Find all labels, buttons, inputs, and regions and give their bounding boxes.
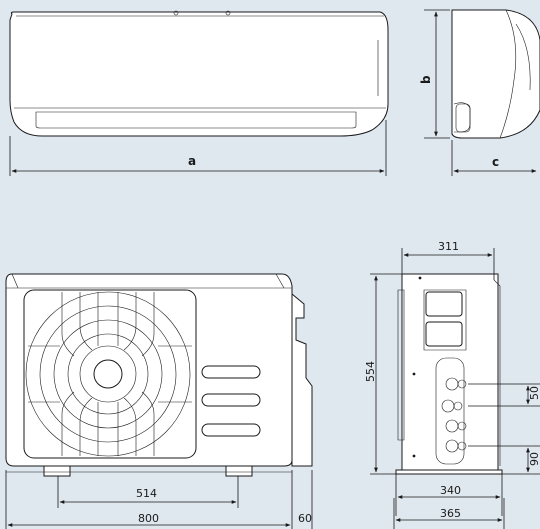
- outdoor-height-label: 554: [364, 361, 377, 382]
- indoor-depth-label: c: [492, 155, 499, 169]
- outdoor-foot-depth-label: 340: [440, 484, 461, 497]
- indoor-width-label: a: [188, 154, 196, 168]
- indoor-unit-front-view: a: [9, 10, 389, 176]
- outdoor-width-label: 800: [138, 512, 159, 525]
- outdoor-unit-side-view: 311 554 340 365 50 90: [364, 240, 540, 529]
- outdoor-base-depth-label: 365: [440, 507, 461, 520]
- indoor-unit-side-view: b c: [419, 9, 540, 176]
- outdoor-port-spacing-label: 50: [528, 386, 540, 400]
- indoor-height-label: b: [419, 75, 433, 84]
- outdoor-foot-spacing-label: 514: [136, 487, 157, 500]
- outdoor-port-base-label: 90: [528, 452, 540, 466]
- outdoor-unit-front-view: 514 800 60: [5, 273, 313, 529]
- outdoor-top-depth-label: 311: [438, 240, 459, 253]
- outdoor-foot-offset-label: 60: [298, 512, 312, 525]
